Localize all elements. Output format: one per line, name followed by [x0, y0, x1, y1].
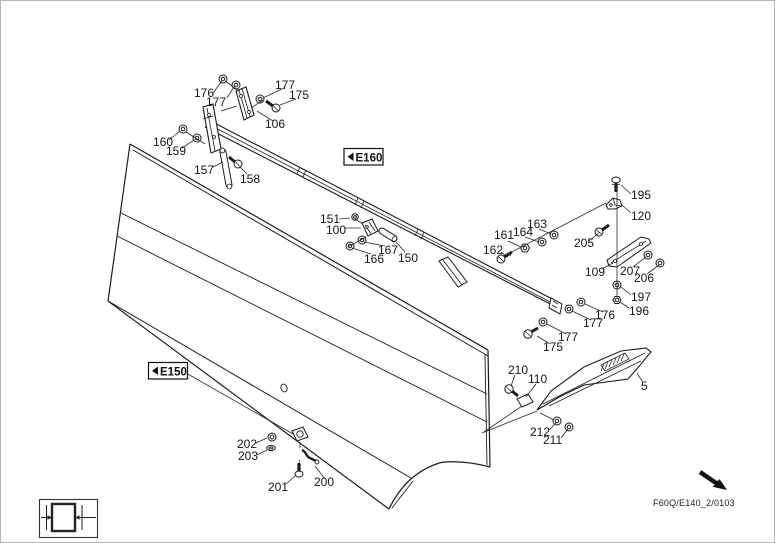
bracket-120 [605, 197, 623, 210]
part-label-200[interactable]: 200 [314, 475, 334, 489]
part-label-195[interactable]: 195 [631, 188, 651, 202]
footer-code: F60Q/E140_2/0103 [653, 498, 735, 508]
footer: F60Q/E140_2/0103 [653, 470, 735, 508]
part-label-207[interactable]: 207 [620, 264, 640, 278]
hinge-100 [361, 218, 379, 237]
part-label-5[interactable]: 5 [641, 379, 648, 393]
part-label-120[interactable]: 120 [631, 209, 651, 223]
part-label-157[interactable]: 157 [194, 163, 214, 177]
fastener-washers [178, 74, 665, 452]
part-label-109[interactable]: 109 [585, 265, 605, 279]
part-label-212[interactable]: 212 [530, 425, 550, 439]
part-label-203[interactable]: 203 [238, 449, 258, 463]
bracket-109 [606, 236, 652, 268]
side-panel-outline [107, 143, 491, 510]
part-label-175-a[interactable]: 175 [289, 88, 309, 102]
part-label-202[interactable]: 202 [237, 437, 257, 451]
part-label-158[interactable]: 158 [240, 172, 260, 186]
leader-lines [168, 80, 660, 485]
part-label-162[interactable]: 162 [483, 243, 503, 257]
fastener-bolts [228, 99, 621, 478]
ref-box-e160-label: E160 [356, 152, 383, 164]
part-label-176-a[interactable]: 176 [194, 86, 214, 100]
part-label-160[interactable]: 160 [153, 135, 173, 149]
ref-arrow-left-icon [347, 152, 354, 161]
part-label-205[interactable]: 205 [574, 236, 594, 250]
part-label-167[interactable]: 167 [378, 243, 398, 257]
bracket-106 [220, 86, 255, 121]
part-label-151[interactable]: 151 [320, 212, 340, 226]
part-label-206[interactable]: 206 [634, 271, 654, 285]
ref-box-e160[interactable]: E160 [343, 147, 384, 166]
part-label-201[interactable]: 201 [268, 480, 288, 494]
part-label-164[interactable]: 164 [513, 225, 533, 239]
clamp-plate-200-assembly [291, 426, 320, 465]
part-label-177-d[interactable]: 177 [558, 330, 578, 344]
nav-arrow-icon[interactable] [698, 470, 727, 490]
plate-110 [516, 393, 534, 408]
part-label-177-c[interactable]: 177 [583, 316, 603, 330]
part-label-159[interactable]: 159 [166, 144, 186, 158]
ref-box-e150-label: E150 [160, 366, 187, 378]
part-label-163[interactable]: 163 [527, 217, 547, 231]
part-label-197[interactable]: 197 [631, 290, 651, 304]
part-label-110[interactable]: 110 [528, 372, 547, 386]
part-number-labels: 1761771771751061601591571581511001661671… [153, 78, 654, 494]
part-label-106[interactable]: 106 [265, 117, 285, 131]
part-label-176-b[interactable]: 176 [595, 308, 615, 322]
part-label-196[interactable]: 196 [629, 304, 649, 318]
wing-bracket-5 [536, 347, 652, 411]
part-label-210[interactable]: 210 [508, 363, 528, 377]
part-label-161[interactable]: 161 [494, 228, 514, 242]
ref-box-e150[interactable]: E150 [147, 361, 189, 380]
part-label-177-a[interactable]: 177 [206, 95, 226, 109]
ref-arrow-left-icon [152, 366, 158, 375]
part-label-211[interactable]: 211 [543, 433, 562, 447]
part-label-175-b[interactable]: 175 [543, 340, 563, 354]
part-label-166[interactable]: 166 [364, 252, 384, 266]
section-icon [38, 498, 99, 539]
hinge-pin-150 [378, 227, 398, 243]
part-label-177-b[interactable]: 177 [275, 78, 295, 92]
hinge-rail [202, 103, 563, 315]
part-label-100[interactable]: 100 [326, 223, 346, 237]
part-label-150[interactable]: 150 [398, 251, 418, 265]
gas-strut-157 [219, 147, 233, 190]
